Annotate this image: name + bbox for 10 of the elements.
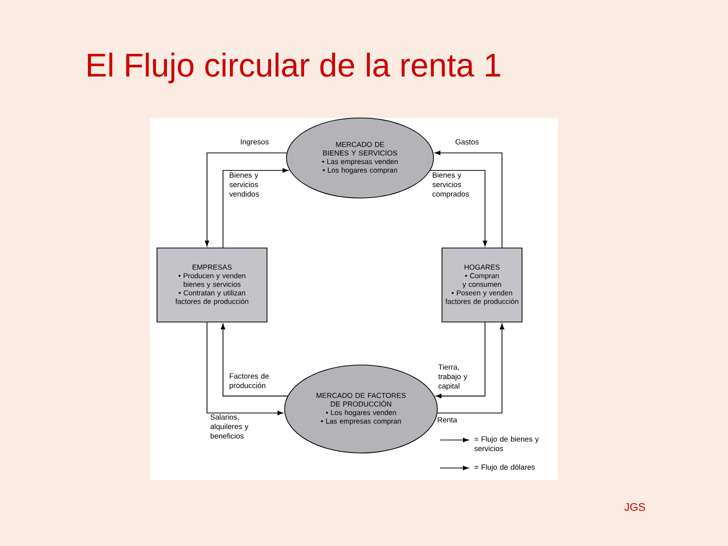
arrow [206, 322, 284, 416]
title: El Flujo circular de la renta 1 [88, 52, 500, 84]
author-initials: JGS [624, 503, 645, 511]
arrow [436, 322, 486, 398]
arrow [204, 152, 288, 246]
arrow [220, 324, 288, 396]
arrow [437, 324, 504, 414]
arrow [434, 150, 502, 248]
arrow [430, 170, 488, 246]
arrow [222, 168, 288, 248]
